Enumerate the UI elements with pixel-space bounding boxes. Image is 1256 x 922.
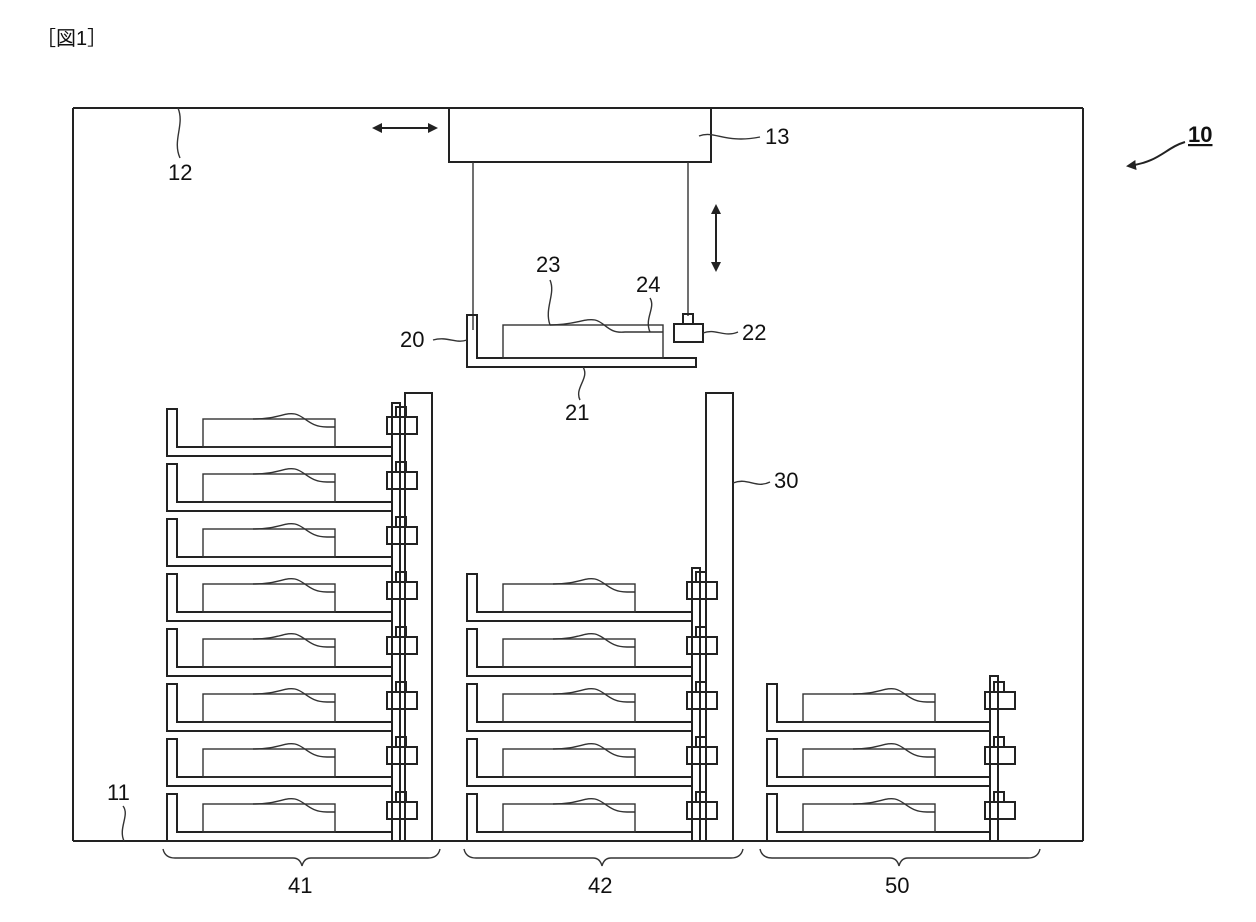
- rack-tier: [167, 517, 417, 566]
- brace-41: [163, 849, 440, 866]
- rack-tier: [467, 572, 717, 621]
- rack-41: [167, 403, 417, 841]
- label-20: 20: [400, 327, 424, 352]
- rack-tier: [767, 682, 1015, 731]
- rack-tier: [767, 737, 1015, 786]
- rack-50: [767, 676, 1015, 841]
- leader-20: [433, 339, 467, 341]
- label-24: 24: [636, 272, 660, 297]
- leader-10: [1128, 142, 1185, 166]
- brace-50: [760, 849, 1040, 866]
- rack-tier: [167, 572, 417, 621]
- rack-post: [990, 676, 998, 841]
- gantry-block: [449, 108, 711, 162]
- label-22: 22: [742, 320, 766, 345]
- rack-tier: [167, 737, 417, 786]
- rack-tier: [167, 627, 417, 676]
- rack-tier: [167, 462, 417, 511]
- rack-tier: [467, 792, 717, 841]
- label-23: 23: [536, 252, 560, 277]
- label-41: 41: [288, 873, 312, 898]
- label-13: 13: [765, 124, 789, 149]
- rack-tier: [767, 792, 1015, 841]
- rack-tier: [167, 792, 417, 841]
- leader-30: [733, 481, 770, 484]
- rack-tier: [167, 407, 417, 456]
- leader-12: [177, 108, 180, 158]
- leader-22: [703, 332, 738, 334]
- pillar-left: [405, 393, 432, 841]
- label-21: 21: [565, 400, 589, 425]
- hanging-tray: [467, 314, 703, 367]
- label-42: 42: [588, 873, 612, 898]
- leader-24: [648, 298, 651, 332]
- label-30: 30: [774, 468, 798, 493]
- leader-21: [579, 367, 585, 400]
- label-11: 11: [107, 780, 130, 805]
- rack-42: [467, 568, 717, 841]
- rack-tier: [467, 737, 717, 786]
- leader-23: [548, 280, 551, 325]
- rack-tier: [467, 627, 717, 676]
- label-10: 10: [1188, 122, 1212, 147]
- pillar-30: [706, 393, 733, 841]
- label-50: 50: [885, 873, 909, 898]
- brace-42: [464, 849, 743, 866]
- leader-13: [699, 134, 760, 139]
- rack-tier: [167, 682, 417, 731]
- leader-11: [122, 806, 125, 841]
- label-12: 12: [168, 160, 192, 185]
- rack-tier: [467, 682, 717, 731]
